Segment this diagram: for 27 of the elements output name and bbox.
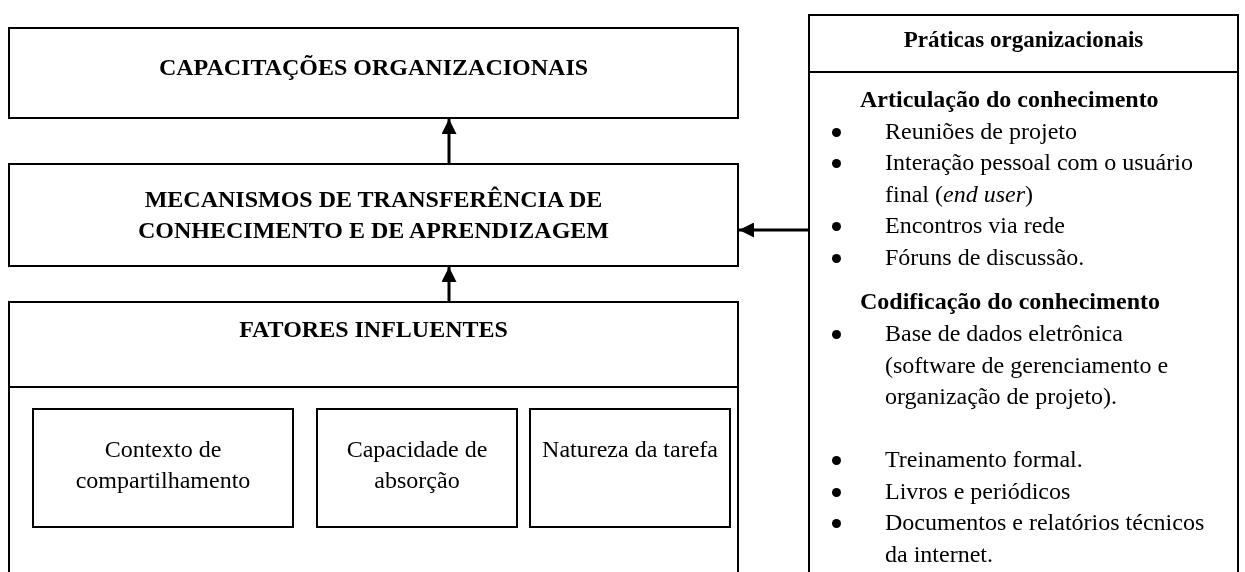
- factor-box: [32, 408, 294, 528]
- panel-heading: Práticas organizacionais: [902, 26, 1145, 54]
- section-heading: Articulação do conhecimento: [860, 85, 1159, 114]
- list-item: Documentos e relatórios técnicos da internet.: [885, 508, 1206, 569]
- factor-box: [316, 408, 518, 528]
- factors-panel: [8, 301, 739, 572]
- box-title: CAPACITAÇÕES ORGANIZACIONAIS: [157, 53, 590, 82]
- arrow: [441, 267, 457, 301]
- arrow: [441, 119, 457, 163]
- arrow: [739, 222, 808, 238]
- box-label: Capacidade de absorção: [345, 435, 489, 495]
- box-label: Contexto de compartilhamento: [74, 435, 252, 495]
- list-item: Fóruns de discussão.: [885, 243, 1086, 272]
- outcome-box: [8, 27, 739, 119]
- box-label: Natureza da tarefa: [541, 435, 719, 464]
- factor-box: [529, 408, 731, 528]
- box-title: FATORES INFLUENTES: [238, 315, 509, 344]
- list-item: Base de dados eletrônica (software de gerenciamento e organização de projeto).: [885, 319, 1170, 411]
- list-item: Encontros via rede: [885, 211, 1066, 240]
- box-title: MECANISMOS DE TRANSFERÊNCIA DE CONHECIMENTO E DE APRENDIZAGEM: [137, 185, 610, 245]
- list-item: Interação pessoal com o usuário final (end user): [885, 148, 1194, 209]
- practices-panel: [808, 14, 1239, 572]
- mechanism-box: [8, 163, 739, 267]
- list-item: Reuniões de projeto: [885, 117, 1078, 146]
- list-item: Livros e periódicos: [885, 477, 1072, 506]
- list-item: Treinamento formal.: [885, 445, 1084, 474]
- section-heading: Codificação do conhecimento: [860, 287, 1160, 316]
